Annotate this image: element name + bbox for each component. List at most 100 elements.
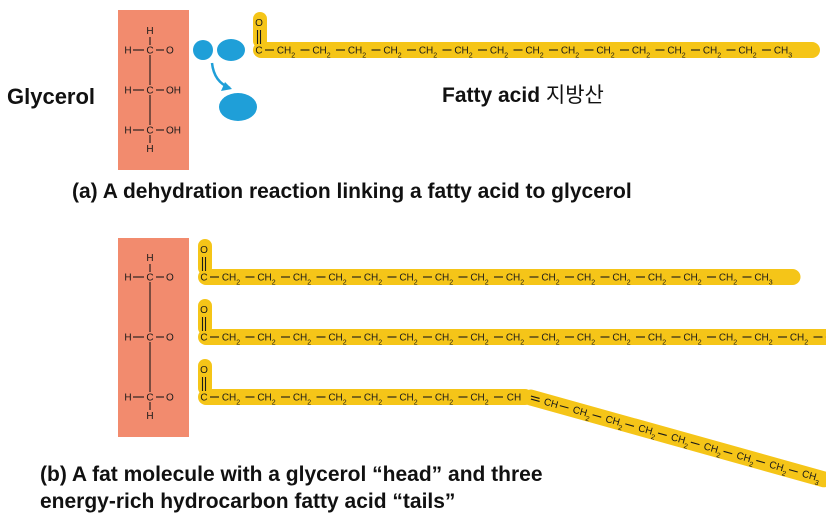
glycerol-b-top-hydrogen: H	[146, 253, 153, 264]
tail-3-carbonyl-carbon: C	[200, 393, 207, 404]
tail-2-ch2-8: CH2	[470, 333, 488, 347]
fatty-acid-label-korean: 지방산	[545, 84, 604, 107]
glycerol-a-carbon-1: C	[146, 46, 153, 57]
tail-1-carbonyl-oxygen: O	[200, 245, 208, 256]
tail-3-angled-bond-3	[625, 423, 635, 427]
fatty-acid-a-ch3-terminal: CH3	[774, 46, 792, 60]
fatty-acid-a-ch2-1: CH2	[277, 46, 295, 60]
tail-2-highlight	[198, 329, 826, 345]
tail-2-ch2-4: CH2	[328, 333, 346, 347]
tail-2-ch2-14: CH2	[683, 333, 701, 347]
tail-1-ch2-6: CH2	[399, 273, 417, 287]
glycerol-b-hydrogen-1: H	[124, 273, 131, 284]
fatty-acid-label: Fatty acid 지방산	[442, 79, 604, 109]
tail-2-ch2-2: CH2	[257, 333, 275, 347]
tail-2-ch2-6: CH2	[399, 333, 417, 347]
tail-1-ch2-2: CH2	[257, 273, 275, 287]
fatty-acid-a-ch2-12: CH2	[667, 46, 685, 60]
glycerol-a-bottom-hydrogen: H	[146, 144, 153, 155]
tail-1-ch2-4: CH2	[328, 273, 346, 287]
glycerol-b-hydrogen-2: H	[124, 333, 131, 344]
water-blob-hydroxyl	[217, 39, 245, 61]
glycerol-b-carbon-1: C	[146, 273, 153, 284]
tail-3-angled-bond-2	[592, 414, 602, 418]
tail-2-carbonyl-carbon: C	[200, 333, 207, 344]
tail-2-ch2-15: CH2	[719, 333, 737, 347]
tail-3-ch2-4: CH2	[328, 393, 346, 407]
tail-3-angled-bond-6	[723, 450, 733, 455]
reaction-arrow	[210, 62, 231, 90]
tail-3-double-bond-a	[530, 395, 540, 399]
glycerol-a-substituent-1: O	[166, 46, 174, 57]
glycerol-a-hydrogen-2: H	[124, 86, 131, 97]
tail-1-carbonyl-carbon: C	[200, 273, 207, 284]
fatty-acid-a-ch2-14: CH2	[738, 46, 756, 60]
glycerol-b-carbon-3: C	[146, 393, 153, 404]
tail-3-alkene-ch-2: CH	[542, 397, 559, 411]
tail-3-angled-bond-4	[657, 432, 667, 436]
fatty-acid-a-carbonyl-oxygen: O	[255, 18, 263, 29]
tail-1-ch2-11: CH2	[577, 273, 595, 287]
fatty-acid-a-highlight	[253, 42, 820, 58]
glycerol-a-top-hydrogen: H	[146, 26, 153, 37]
tail-3-terminal-bond	[788, 469, 798, 473]
fatty-acid-a-ch2-13: CH2	[703, 46, 721, 60]
tail-3-angled-bond-1	[559, 405, 569, 409]
fatty-acid-a-ch2-8: CH2	[525, 46, 543, 60]
fatty-acid-label-english: Fatty acid	[442, 84, 541, 107]
glycerol-b-substituent-1: O	[166, 273, 174, 284]
tail-3-angled-bond-7	[756, 459, 766, 464]
tail-1-ch2-1: CH2	[222, 273, 240, 287]
fatty-acid-a-ch2-7: CH2	[490, 46, 508, 60]
tail-2-ch2-10: CH2	[541, 333, 559, 347]
tail-1-ch2-9: CH2	[506, 273, 524, 287]
tail-2-ch2-16: CH2	[754, 333, 772, 347]
caption-a: (a) A dehydration reaction linking a fat…	[72, 180, 632, 203]
tail-1-ch2-15: CH2	[719, 273, 737, 287]
tail-1-ch2-8: CH2	[470, 273, 488, 287]
tail-3-ch2-2: CH2	[257, 393, 275, 407]
fatty-acid-a-ch2-4: CH2	[383, 46, 401, 60]
tail-2-ch2-1: CH2	[222, 333, 240, 347]
tail-3-highlight-angled	[522, 389, 826, 488]
caption-b-line-2: energy-rich hydrocarbon fatty acid “tail…	[40, 490, 456, 513]
tail-3-ch2-3: CH2	[293, 393, 311, 407]
glycerol-label: Glycerol	[7, 84, 96, 109]
glycerol-b-carbon-2: C	[146, 333, 153, 344]
glycerol-a-hydrogen-3: H	[124, 126, 131, 137]
glycerol-b-hydrogen-3: H	[124, 393, 131, 404]
water-blob-hydrogen	[193, 40, 213, 60]
tail-1-ch2-7: CH2	[435, 273, 453, 287]
tail-3-ch2-7: CH2	[435, 393, 453, 407]
tail-3-carbonyl-oxygen: O	[200, 365, 208, 376]
tail-1-ch2-3: CH2	[293, 273, 311, 287]
tail-3-double-bond-b	[530, 398, 540, 402]
tail-3-ch2-6: CH2	[399, 393, 417, 407]
tail-3-ch2-5: CH2	[364, 393, 382, 407]
tail-1-ch2-14: CH2	[683, 273, 701, 287]
tail-2-carbonyl-oxygen: O	[200, 305, 208, 316]
tail-1-ch2-12: CH2	[612, 273, 630, 287]
glycerol-a-hydrogen-1: H	[124, 46, 131, 57]
reaction-arrowhead	[221, 82, 232, 91]
glycerol-a-carbon-2: C	[146, 86, 153, 97]
fatty-acid-a-ch2-9: CH2	[561, 46, 579, 60]
glycerol-box-b	[118, 238, 189, 437]
tail-2-ch2-3: CH2	[293, 333, 311, 347]
water-molecule	[219, 93, 257, 121]
fatty-acid-a-ch2-10: CH2	[596, 46, 614, 60]
fatty-acid-a-ch2-5: CH2	[419, 46, 437, 60]
tail-3-ch2-8: CH2	[470, 393, 488, 407]
fatty-acid-a-ch2-6: CH2	[454, 46, 472, 60]
glycerol-box-a	[118, 10, 189, 170]
tail-3-ch2-1: CH2	[222, 393, 240, 407]
tail-2-ch2-12: CH2	[612, 333, 630, 347]
glycerol-a-carbon-3: C	[146, 126, 153, 137]
tail-2-ch2-9: CH2	[506, 333, 524, 347]
tail-1-ch2-5: CH2	[364, 273, 382, 287]
glycerol-a-substituent-3: OH	[166, 126, 181, 137]
glycerol-a-substituent-2: OH	[166, 86, 181, 97]
tail-3-angled-bond-5	[690, 441, 700, 446]
tail-2-ch2-11: CH2	[577, 333, 595, 347]
